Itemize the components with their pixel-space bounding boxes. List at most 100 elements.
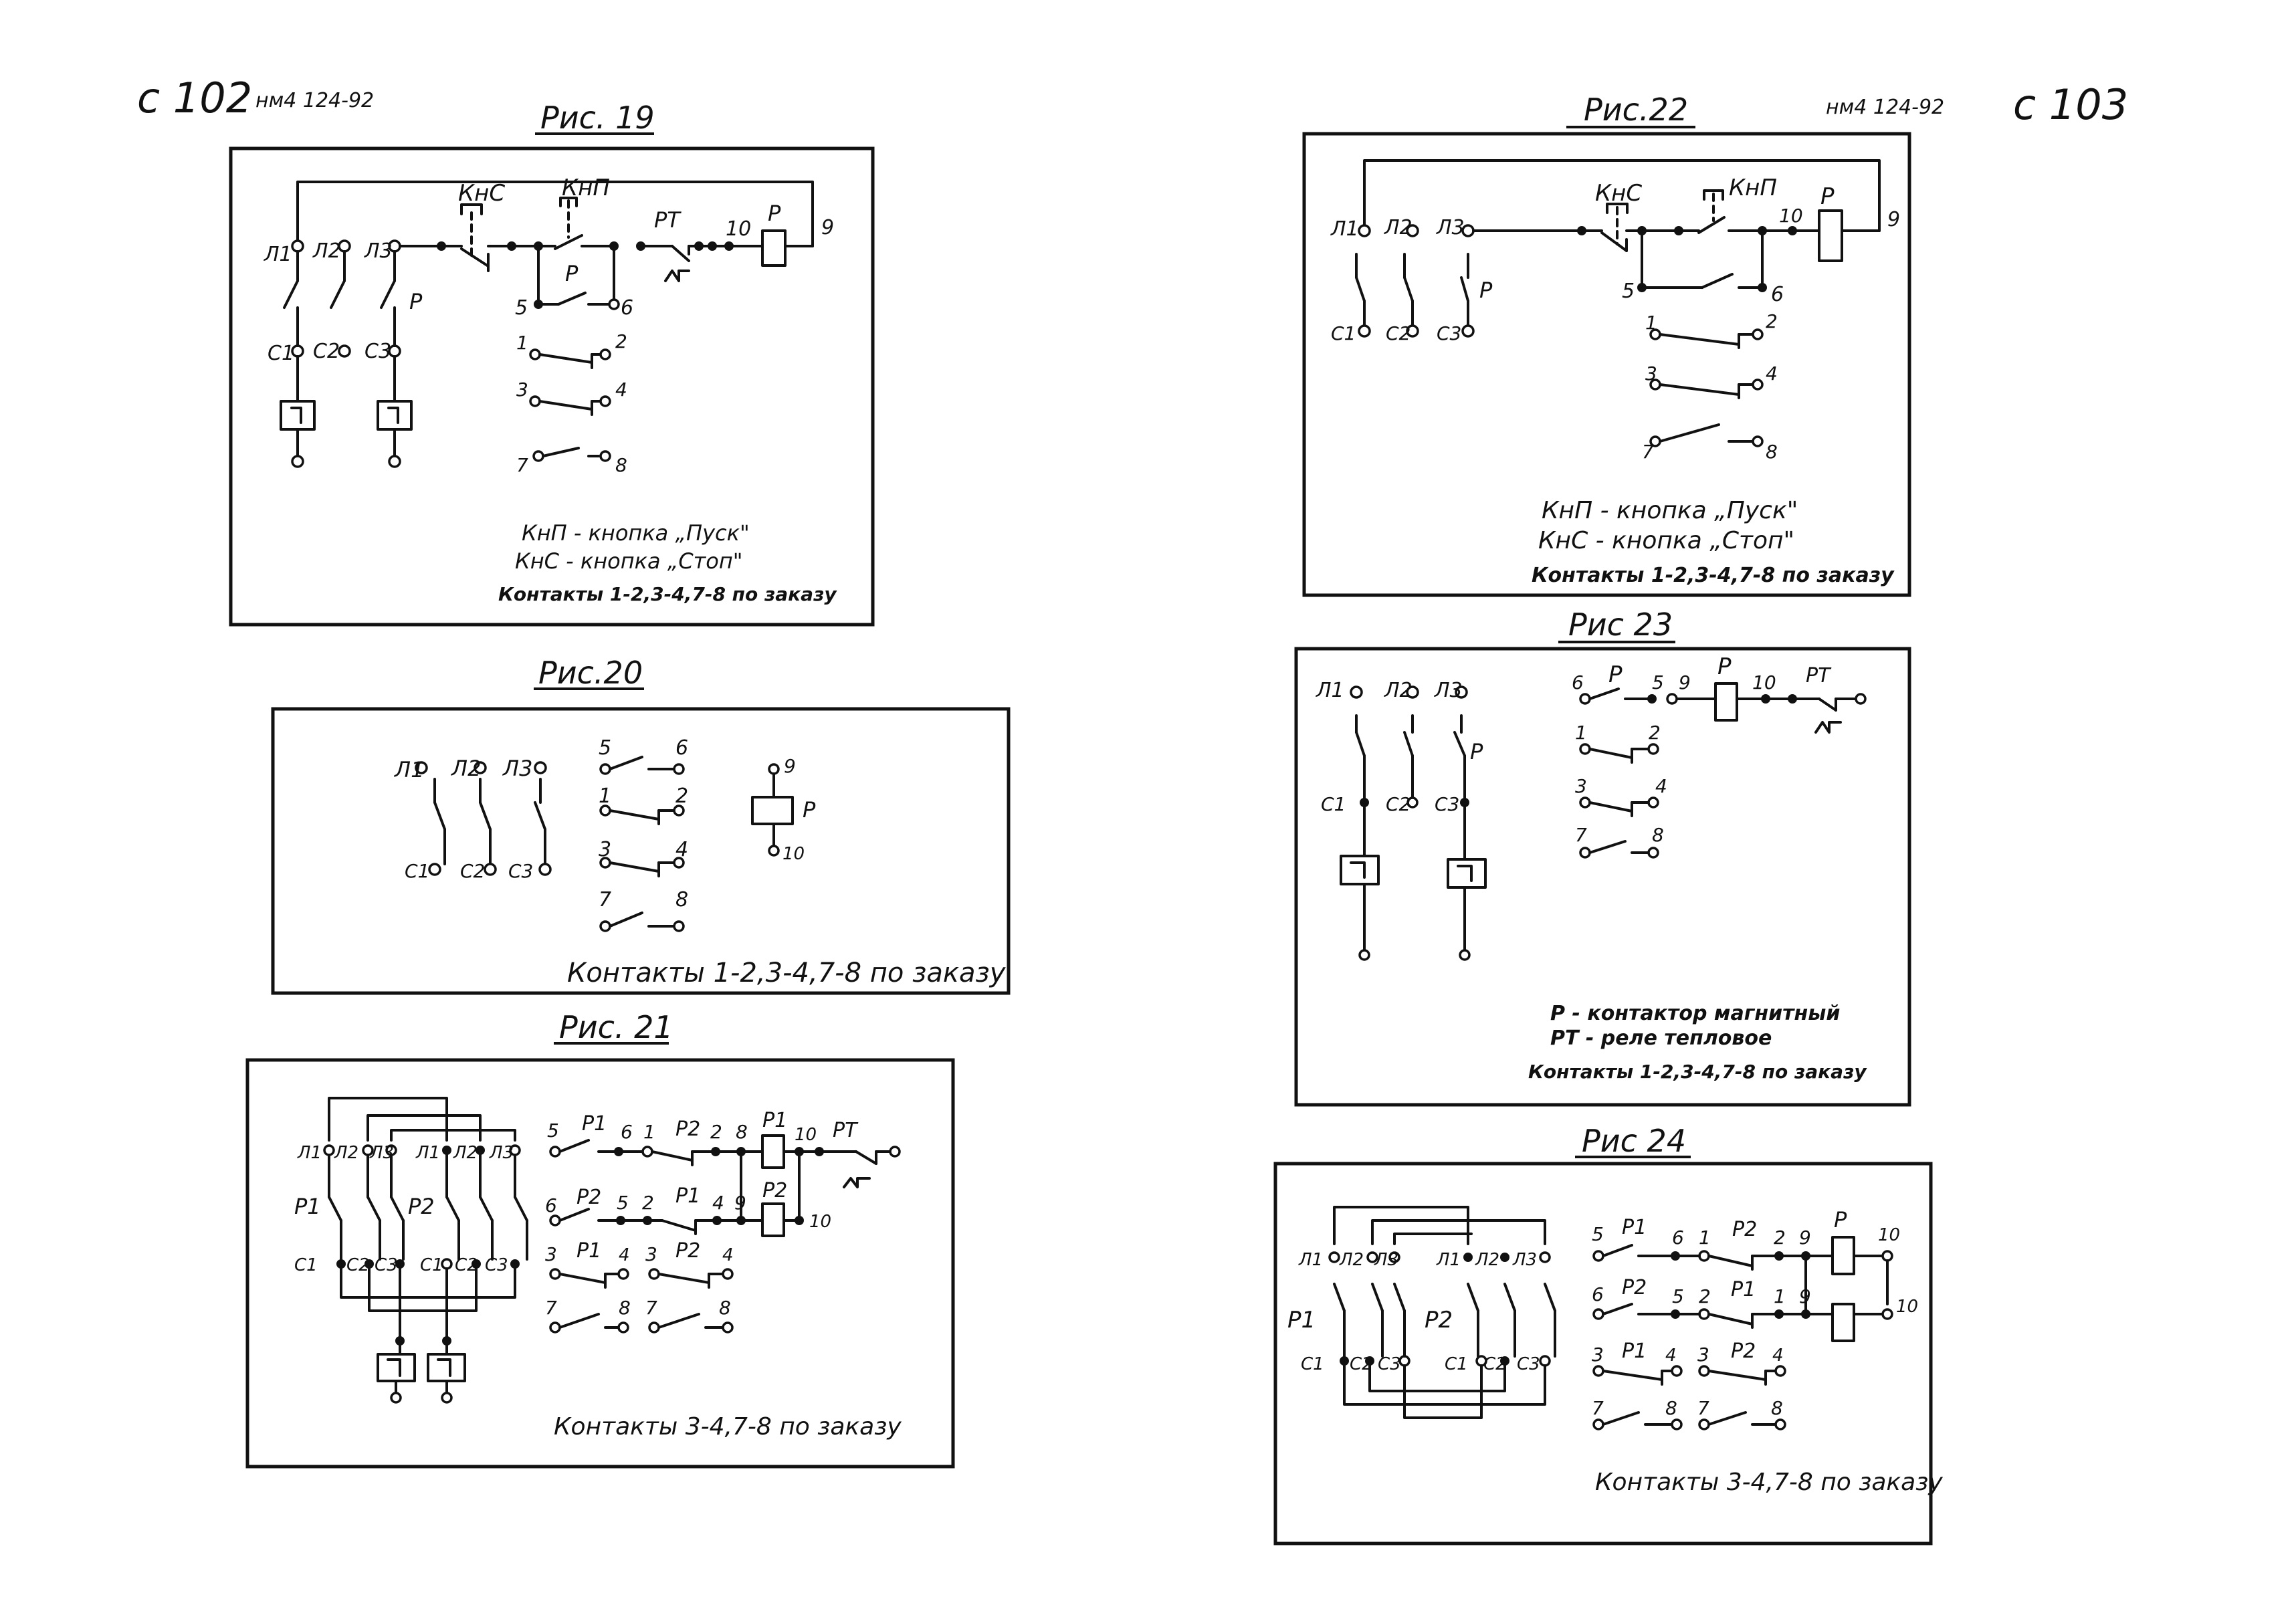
figure-21: Рис. 21	[245, 1009, 955, 1469]
figure-20: Рис.20 Л1 Л2 Л3 С1 С2 С3 5 6 1 2 3 4 7 8	[271, 655, 1011, 995]
label-title: Рис.20	[538, 655, 643, 691]
label-l1: Л1	[1316, 679, 1344, 702]
label-r3_4: 4	[619, 1245, 630, 1265]
label-note3: Контакты 1-2,3-4,7-8 по заказу	[1532, 564, 1895, 587]
fig19-phase-switches	[280, 239, 413, 468]
figure-24: Рис 24 Л1 Л2 Л3 Л1 Л2 Л3 Р1 Р2 С1 С2 С3	[1273, 1123, 1943, 1545]
figure-23: Рис 23 Л1 Л2 Л3 С1 С2 С3 Р	[1294, 607, 1911, 1107]
label-c3: С3	[1435, 793, 1459, 815]
label-r1_5: 5	[1592, 1223, 1604, 1245]
label-r1_6: 6	[621, 1121, 633, 1143]
label-c1: С1	[1331, 322, 1356, 344]
label-c3a: С3	[375, 1255, 398, 1275]
label-r3_p2: Р2	[675, 1239, 700, 1263]
label-t7: 7	[1575, 824, 1587, 846]
label-p3: Р	[565, 261, 579, 286]
label-t2: 2	[675, 784, 688, 808]
label-r4_8: 8	[1665, 1397, 1677, 1419]
label-t9: 9	[784, 755, 796, 777]
fig19-frame	[229, 146, 875, 627]
label-l1a: Л1	[1298, 1250, 1323, 1270]
label-r2_9: 9	[734, 1192, 746, 1214]
label-title: Рис 23	[1568, 607, 1673, 643]
label-c1: С1	[1321, 793, 1346, 815]
label-l1: Л1	[394, 757, 424, 782]
label-c3a: С3	[1378, 1354, 1401, 1374]
label-r2_2: 2	[642, 1192, 654, 1214]
label-p2: Р2	[1425, 1307, 1453, 1333]
figure-19: Рис. 19 Л1 Л2 Л3 С1 С2 С3 Р	[229, 100, 875, 627]
label-r1_2: 2	[1774, 1226, 1786, 1249]
label-title: Рис.22	[1584, 92, 1688, 128]
label-kp: КнП	[562, 175, 610, 201]
label-t5: 5	[1622, 280, 1635, 303]
label-title: Рис 24	[1582, 1123, 1686, 1159]
label-l1a: Л1	[297, 1143, 322, 1163]
label-r2_p1: Р1	[675, 1184, 700, 1208]
fig23-control	[1579, 682, 1867, 859]
label-l3b: Л3	[1512, 1250, 1537, 1270]
label-c1b: С1	[1445, 1354, 1468, 1374]
label-ks: КнС	[1595, 180, 1642, 207]
label-kp: КнП	[1729, 175, 1777, 201]
label-l2: Л2	[1384, 216, 1413, 239]
label-note2: КнС - кнопка „Стоп"	[515, 548, 743, 574]
label-t5: 5	[1652, 671, 1664, 693]
label-t3: 3	[516, 379, 528, 401]
label-c3: С3	[364, 340, 391, 363]
label-r2_4: 4	[712, 1192, 724, 1214]
label-l2: Л2	[451, 756, 481, 781]
label-p: Р	[1470, 739, 1483, 764]
label-t2: 2	[1766, 310, 1778, 332]
label-c3b: С3	[1517, 1354, 1540, 1374]
label-p2: Р	[1479, 278, 1493, 303]
label-tp: Р	[1608, 661, 1623, 688]
fig20-aux-contacts	[599, 756, 685, 932]
label-r2_p2: Р2	[1622, 1276, 1647, 1299]
label-c3: С3	[1437, 322, 1461, 344]
label-r2_coil: Р2	[762, 1179, 787, 1202]
label-note: Контакты 3-4,7-8 по заказу	[1595, 1469, 1943, 1496]
label-c1: С1	[268, 342, 294, 365]
label-r2_p1: Р1	[1731, 1278, 1756, 1301]
label-c2a: С2	[1350, 1354, 1373, 1374]
label-r1_coil: Р	[1834, 1207, 1847, 1233]
label-r1_1: 1	[643, 1121, 655, 1143]
label-r1_8: 8	[736, 1121, 748, 1143]
label-p: Р	[803, 797, 816, 823]
fig19-title: Рис. 19	[540, 100, 655, 136]
label-r1_5: 5	[547, 1119, 559, 1142]
page-number-left: с 102	[137, 74, 252, 122]
label-r1_9: 9	[1799, 1226, 1811, 1249]
label-t1: 1	[1575, 722, 1587, 744]
label-r4_7: 7	[1592, 1397, 1604, 1419]
label-t5: 5	[599, 736, 611, 760]
label-note: Контакты 1-2,3-4,7-8 по заказу	[567, 958, 1007, 988]
label-note2: КнС - кнопка „Стоп"	[1538, 527, 1794, 554]
figure-22: Рис.22 Л1 Л2 Л3 С1 С2 С3 Р КнС КнП	[1302, 92, 1911, 597]
label-c2: С2	[1386, 322, 1411, 344]
label-t8: 8	[675, 888, 688, 912]
label-r2_2: 2	[1699, 1285, 1711, 1307]
label-t9: 9	[1679, 671, 1691, 693]
label-c2a: С2	[346, 1255, 370, 1275]
label-t7: 7	[599, 888, 611, 912]
label-r2_1: 1	[1774, 1285, 1786, 1307]
label-p2: Р	[768, 201, 781, 226]
label-r2_p2: Р2	[577, 1186, 601, 1209]
label-note1: КнП - кнопка „Пуск"	[1542, 497, 1798, 524]
label-r1_p1: Р1	[582, 1112, 607, 1136]
label-p1: Р1	[1287, 1307, 1316, 1333]
label-r1_10: 10	[1878, 1225, 1900, 1245]
fig19-aux-contacts	[529, 348, 611, 462]
label-c2b: С2	[455, 1255, 478, 1275]
label-rt: РТ	[1806, 664, 1832, 687]
label-t6: 6	[1771, 283, 1784, 306]
label-note3: Контакты 1-2,3-4,7-8 по заказу	[498, 583, 837, 605]
fig24-switch-bank	[1328, 1251, 1556, 1419]
label-r4_8b: 8	[1771, 1397, 1783, 1419]
label-r4_8b: 8	[719, 1297, 731, 1319]
label-t2: 2	[1649, 722, 1661, 744]
code-right: нм4 124-92	[1826, 96, 1944, 119]
